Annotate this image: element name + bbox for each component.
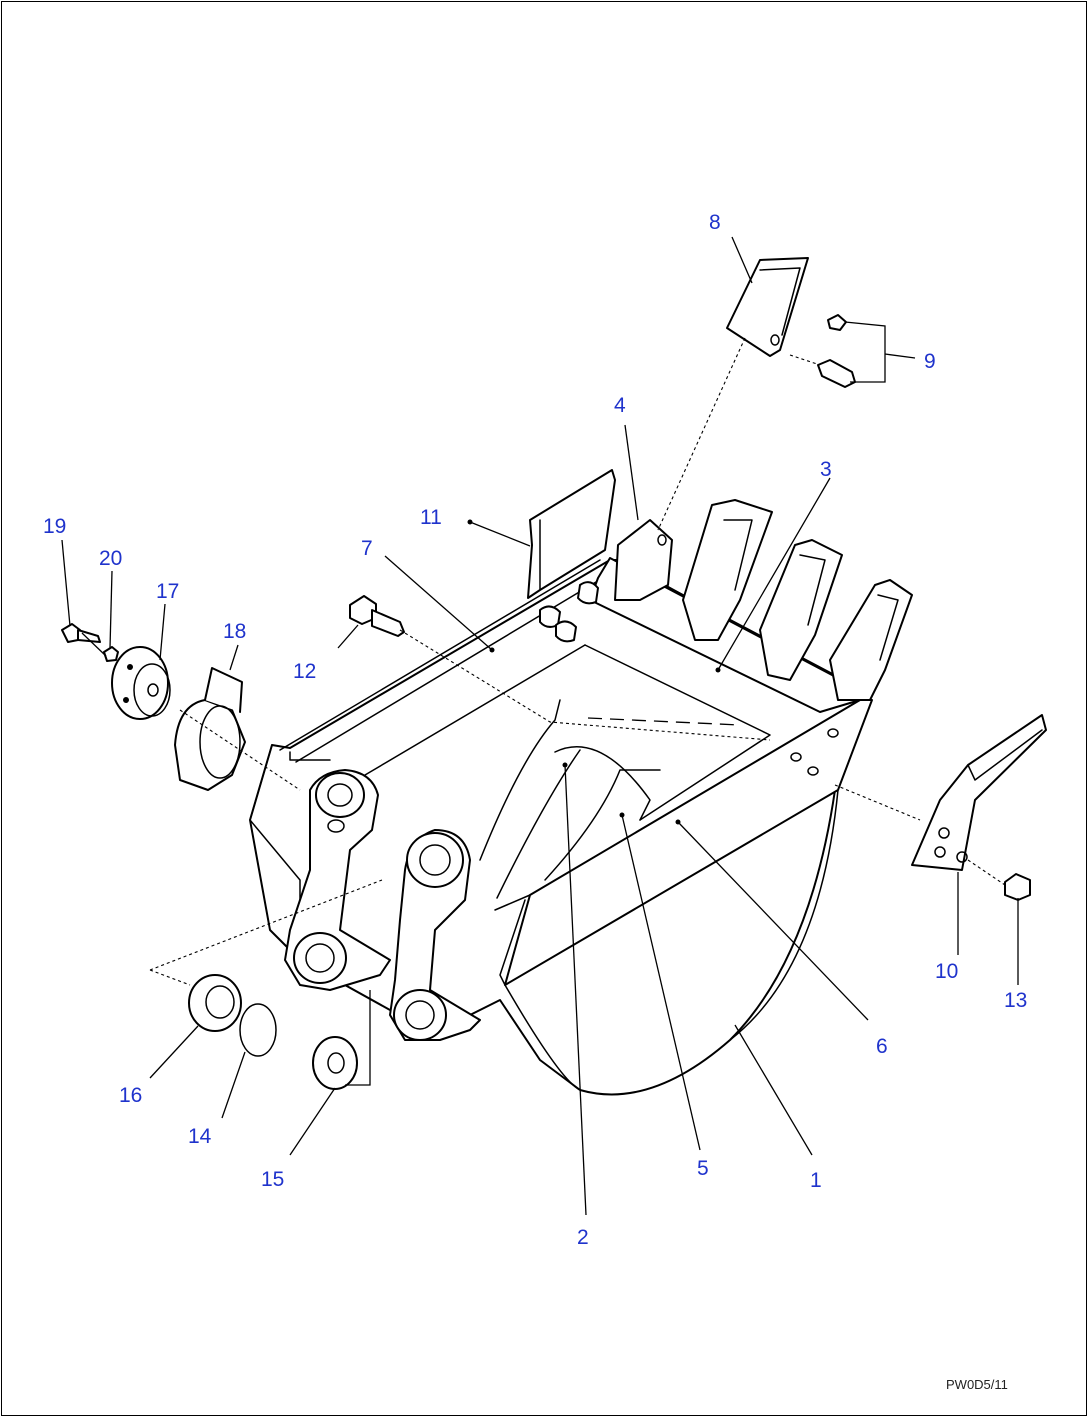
- callout-7: 7: [361, 537, 373, 560]
- bolt-19: [61, 623, 101, 643]
- pin-lock: [817, 314, 856, 388]
- callout-20: 20: [99, 547, 122, 570]
- callout-14: 14: [188, 1125, 212, 1148]
- bushing-18: [174, 667, 246, 791]
- o-ring-14: [239, 1003, 277, 1057]
- callout-4: 4: [614, 394, 626, 417]
- callout-11: 11: [420, 506, 442, 529]
- callout-10: 10: [935, 960, 958, 983]
- callout-18: 18: [223, 620, 246, 643]
- callout-8: 8: [709, 211, 721, 234]
- shim-17: [111, 646, 171, 720]
- tooth-point: [726, 257, 809, 357]
- bolt-12: [349, 595, 405, 637]
- callout-19: 19: [43, 515, 66, 538]
- callout-13: 13: [1004, 989, 1027, 1012]
- side-cutter: [911, 714, 1047, 901]
- drawing-code: PW0D5/11: [946, 1377, 1008, 1392]
- bucket-bosses: [284, 769, 481, 1041]
- callout-12: 12: [293, 660, 316, 683]
- callout-16: 16: [119, 1084, 142, 1107]
- washer-20: [103, 646, 119, 662]
- callout-1: 1: [810, 1169, 822, 1192]
- callout-15: 15: [261, 1168, 284, 1191]
- shim-15: [312, 1036, 358, 1090]
- teeth-row: [614, 499, 913, 701]
- callout-9: 9: [924, 350, 936, 373]
- assembly-lines: [81, 337, 1006, 1086]
- callout-2: 2: [577, 1226, 589, 1249]
- bushing-16: [188, 974, 242, 1032]
- callout-3: 3: [820, 458, 832, 481]
- callout-6: 6: [876, 1035, 888, 1058]
- callout-5: 5: [697, 1157, 709, 1180]
- leader-lines: [61, 236, 1019, 1216]
- callout-17: 17: [156, 580, 179, 603]
- callouts: 1 2 3 4 5 6 7 8 9 10 11 12 13 14 15 16 1…: [43, 211, 1027, 1249]
